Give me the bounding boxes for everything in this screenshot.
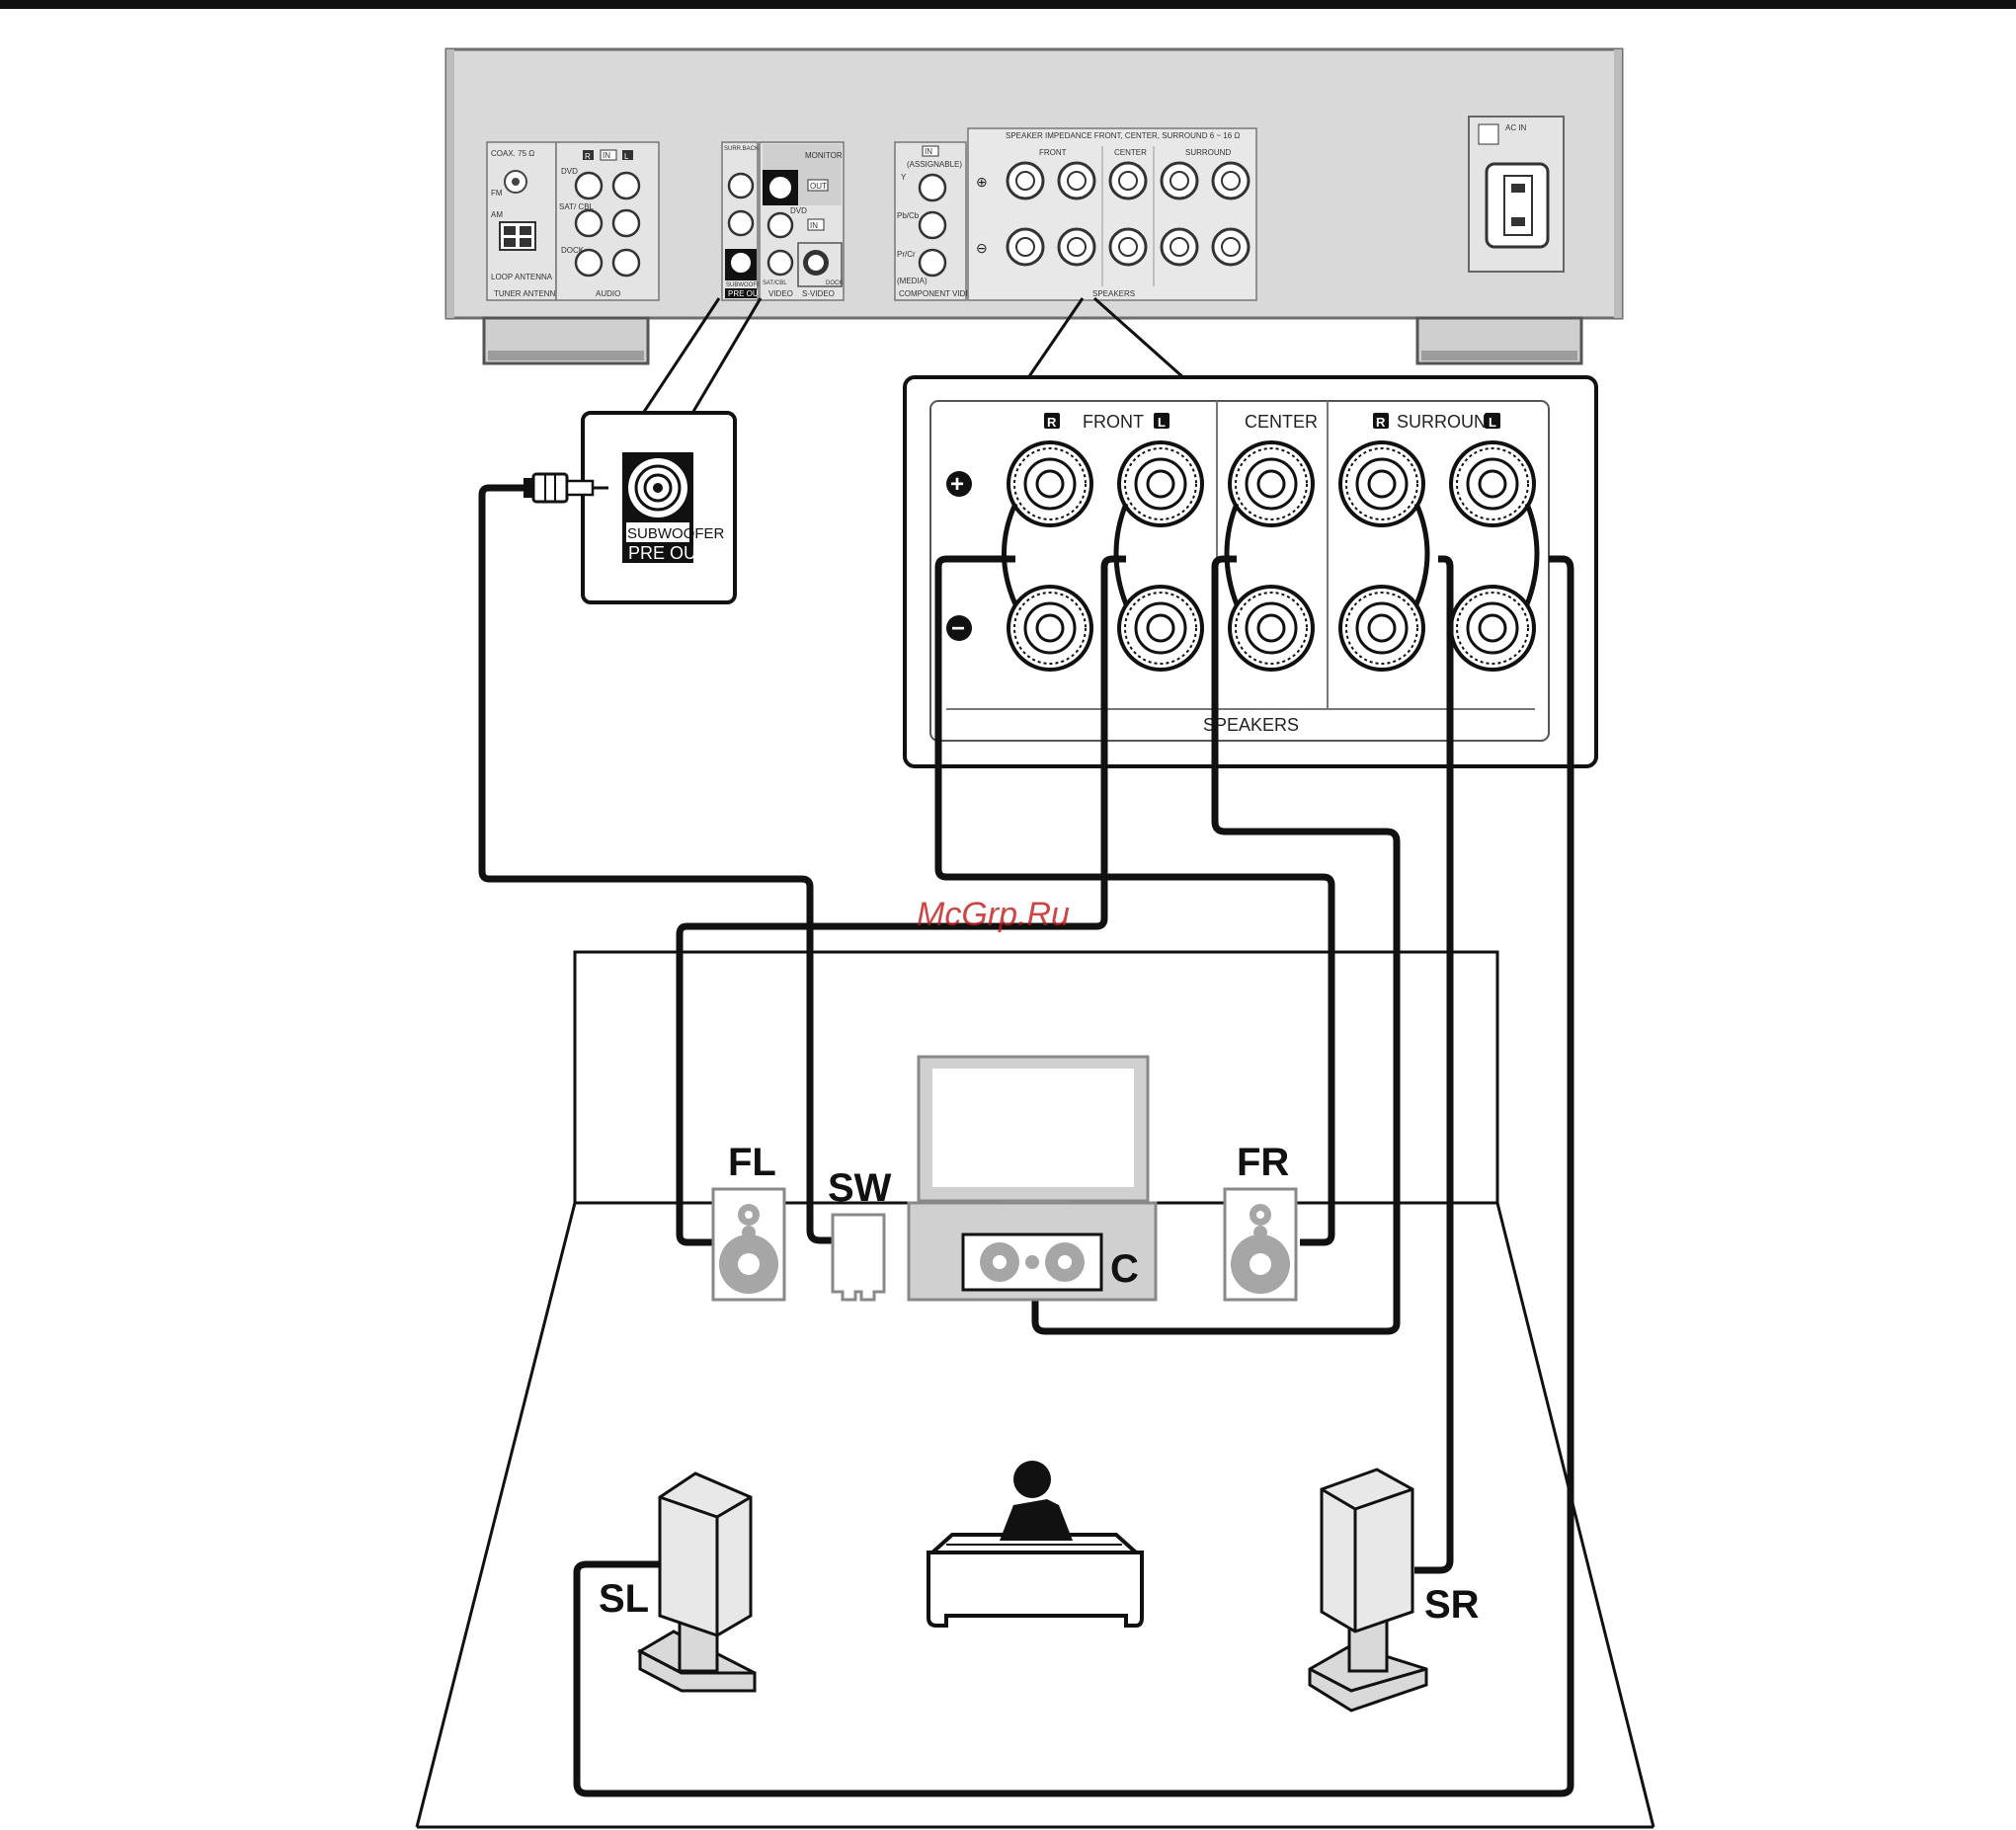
front-left-speaker [711,1187,786,1302]
center-cable [1031,555,1401,1335]
listener-head [1013,1461,1051,1498]
svg-text:SUBWOOFER: SUBWOOFER [627,525,725,542]
svg-text:AUDIO: AUDIO [596,289,620,298]
svg-text:OUT: OUT [810,182,827,191]
svg-text:SAT/ CBL: SAT/ CBL [559,202,595,211]
svg-text:SURROUND: SURROUND [1185,148,1231,157]
svg-text:DVD: DVD [790,206,807,215]
svg-text:L: L [1489,415,1496,430]
label-fl: FL [728,1141,776,1184]
audio-input-section: R IN L DVD SAT/ CBL DOCK AUDIO [555,141,660,301]
svg-text:COAX. 75 Ω: COAX. 75 Ω [491,149,534,158]
svg-text:CENTER: CENTER [1114,148,1147,157]
svg-text:R: R [1376,415,1386,430]
svg-text:DVD: DVD [561,167,578,176]
svg-text:L: L [624,152,629,161]
surround-left-speaker [636,1472,757,1693]
monitor-out-jack[interactable] [767,175,793,200]
label-c: C [1110,1247,1139,1291]
watermark: McGrp.Ru [917,896,1070,933]
subwoofer-preout-jack[interactable] [729,251,753,275]
svg-text:Pr/Cr: Pr/Cr [897,250,916,259]
svg-text:FRONT: FRONT [1083,412,1144,432]
pre-out-section: SURR.BACK/ FRONT HEIGHT SUBWOOFER PRE OU… [721,141,807,301]
terminal-wire-loops [1002,502,1540,606]
svg-text:DOCK: DOCK [826,280,843,286]
front-left-plus-cable [676,555,1126,1246]
label-sl: SL [599,1577,649,1621]
svg-text:SPEAKERS: SPEAKERS [1203,715,1299,735]
svg-text:LOOP ANTENNA: LOOP ANTENNA [491,273,553,281]
svg-text:−: − [951,615,965,642]
svg-text:COMPONENT VIDEO: COMPONENT VIDEO [899,289,977,298]
svg-text:Y: Y [901,173,907,182]
cables [478,484,1574,1797]
svg-text:L: L [1158,415,1166,430]
speaker-terminal-callout: R FRONT L CENTER R SURROUND L + − SPEAKE… [903,375,1598,768]
svg-text:FRONT: FRONT [1039,148,1067,157]
label-sw: SW [828,1166,892,1210]
surround-left-cable [573,555,1574,1797]
svg-text:VIDEO: VIDEO [768,289,793,298]
svg-text:TUNER ANTENNA: TUNER ANTENNA [494,289,561,298]
binding-posts[interactable] [1007,440,1536,672]
surround-right-cable [1414,555,1454,1574]
room-outline [415,950,1655,1829]
svg-text:AC IN: AC IN [1505,123,1527,132]
svg-text:(MEDIA): (MEDIA) [897,277,927,285]
top-rule [0,0,2016,9]
tuner-antenna-section: COAX. 75 Ω FM AM LOOP ANTENNA TUNER ANTE… [486,141,561,301]
subwoofer-callout: SUBWOOFER PRE OUT [524,411,737,604]
svg-text:IN: IN [810,221,818,230]
svg-text:SPEAKER IMPEDANCE FRONT, CEN: SPEAKER IMPEDANCE FRONT, CENTER, SURROUN… [1006,131,1240,140]
component-video-section: IN (ASSIGNABLE) Y Pb/Cb Pr/Cr (MEDIA) CO… [894,141,977,301]
svg-text:FM: FM [491,189,503,198]
svg-text:CENTER: CENTER [1245,412,1318,432]
video-section: MONITOR OUT DVD IN SAT/CBL DOCK VIDEO S-… [759,141,845,301]
subwoofer-cable [478,484,840,1244]
svg-text:+: + [950,471,964,498]
label-sr: SR [1424,1583,1480,1627]
svg-text:IN: IN [603,151,610,160]
svg-text:SPEAKERS: SPEAKERS [1092,289,1135,298]
rca-plug [524,472,608,504]
svg-text:PRE OUT: PRE OUT [628,543,707,563]
svg-text:MONITOR: MONITOR [805,151,843,160]
surround-right-speaker [1308,1468,1428,1712]
svg-text:Pb/Cb: Pb/Cb [897,211,920,220]
svg-text:⊖: ⊖ [976,240,988,256]
front-right-speaker [1223,1187,1298,1302]
audio-jacks [574,171,641,278]
receiver-rear-panel: COAX. 75 Ω FM AM LOOP ANTENNA TUNER ANTE… [444,47,1624,365]
callout-leaders [640,296,1186,416]
svg-text:SUBWOOFER: SUBWOOFER [726,282,766,288]
room-dashed-guides [575,950,1497,1205]
svg-text:(ASSIGNABLE): (ASSIGNABLE) [907,160,962,169]
listener-sofa [927,1461,1144,1628]
subwoofer [831,1213,886,1302]
svg-text:R: R [1047,415,1057,430]
svg-text:DOCK: DOCK [561,246,585,255]
front-left-minus-cable [934,555,1335,1246]
svg-text:PRE OUT: PRE OUT [728,289,764,298]
ac-inlet: AC IN [1468,116,1565,273]
center-speaker [961,1233,1103,1292]
svg-text:IN: IN [925,147,932,156]
receiver-speaker-terminals: SPEAKER IMPEDANCE FRONT, CENTER, SURROUN… [967,127,1257,301]
svg-text:SURROUND: SURROUND [1397,412,1499,432]
svg-text:S-VIDEO: S-VIDEO [802,289,835,298]
svg-text:R: R [585,152,591,161]
svg-text:⊕: ⊕ [976,174,988,190]
svg-text:AM: AM [491,210,503,219]
svg-text:SAT/CBL: SAT/CBL [763,280,787,286]
label-fr: FR [1237,1141,1289,1184]
